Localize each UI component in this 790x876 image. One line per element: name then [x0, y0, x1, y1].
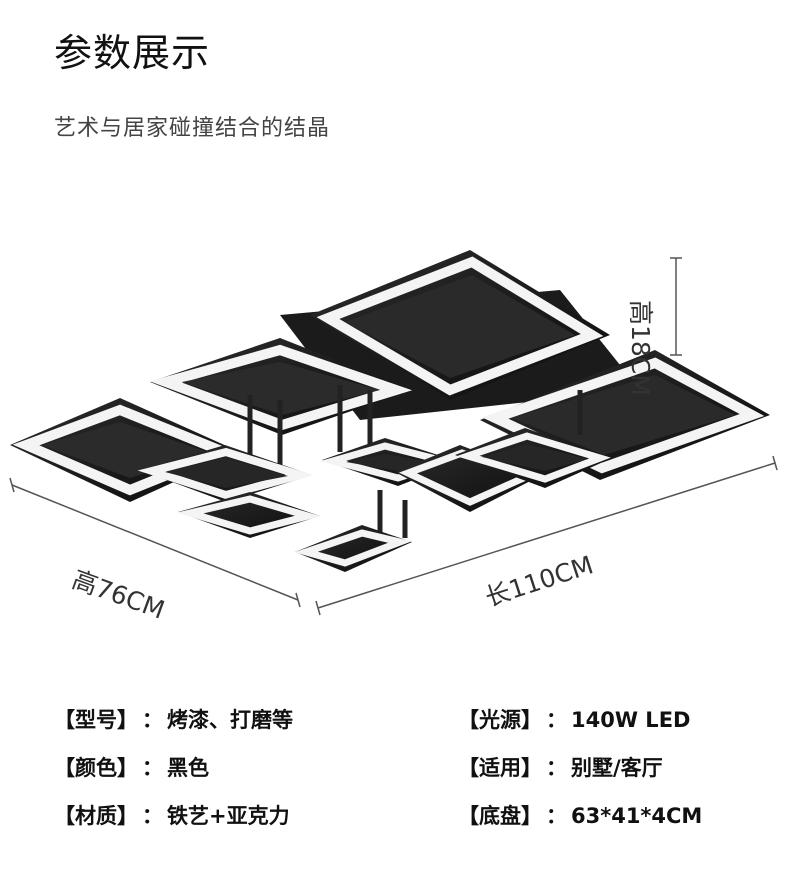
spec-label: 【材质】	[54, 804, 138, 828]
spec-label: 【颜色】	[54, 756, 138, 780]
spec-label: 【光源】	[458, 708, 542, 732]
spec-separator: ：	[546, 756, 567, 780]
spec-value: 140W LED	[571, 708, 691, 732]
dimension-lines	[9, 257, 778, 616]
frame-left-back	[149, 338, 413, 435]
frame-small-right	[455, 428, 612, 488]
spec-item-light-source: 【光源】：140W LED	[458, 704, 690, 734]
dimension-height-label: 高18CM	[626, 300, 655, 396]
spec-separator: ：	[142, 756, 163, 780]
spec-value: 铁艺+亚克力	[167, 804, 290, 828]
frame-small-left	[137, 445, 315, 502]
spec-label: 【底盘】	[458, 804, 542, 828]
page-subtitle: 艺术与居家碰撞结合的结晶	[54, 116, 331, 141]
frame-small-bottom-left	[176, 492, 322, 538]
spec-item-material: 【材质】：铁艺+亚克力	[54, 800, 290, 830]
spec-label: 【型号】	[54, 708, 138, 732]
spec-value: 别墅/客厅	[571, 756, 663, 780]
spec-separator: ：	[142, 804, 163, 828]
spec-separator: ：	[546, 708, 567, 732]
support-rods	[247, 385, 583, 540]
spec-value: 烤漆、打磨等	[167, 708, 293, 732]
spec-value: 黑色	[167, 756, 209, 780]
spec-item-usage: 【适用】：别墅/客厅	[458, 752, 663, 782]
page-title: 参数展示	[54, 31, 211, 75]
spec-label: 【适用】	[458, 756, 542, 780]
spec-separator: ：	[142, 708, 163, 732]
ceiling-lamp-illustration	[9, 250, 778, 616]
frame-small-front	[294, 525, 412, 572]
spec-item-base: 【底盘】：63*41*4CM	[458, 800, 702, 830]
spec-value: 63*41*4CM	[571, 804, 703, 828]
spec-item-color: 【颜色】：黑色	[54, 752, 209, 782]
spec-item-model: 【型号】：烤漆、打磨等	[54, 704, 293, 734]
spec-separator: ：	[546, 804, 567, 828]
frame-back-right	[310, 250, 610, 400]
